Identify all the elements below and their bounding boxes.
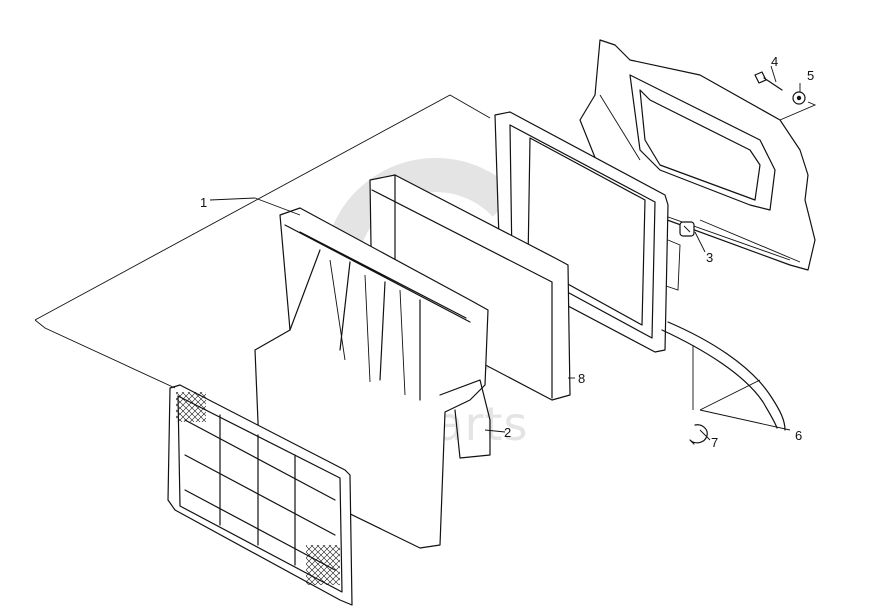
callout-6: 6 bbox=[795, 428, 802, 443]
callout-4: 4 bbox=[771, 54, 778, 69]
bolt-washer bbox=[754, 71, 806, 105]
filter-frame bbox=[494, 111, 681, 353]
callout-3: 3 bbox=[706, 250, 713, 265]
leader-lines bbox=[34, 65, 817, 441]
grille-cover bbox=[167, 384, 353, 606]
callout-1: 1 bbox=[200, 195, 207, 210]
housing-panel bbox=[579, 39, 816, 271]
callout-5: 5 bbox=[807, 68, 814, 83]
callouts: 1 2 3 4 5 6 7 8 bbox=[200, 54, 814, 450]
mesh-region-top bbox=[176, 392, 206, 422]
callout-7: 7 bbox=[711, 435, 718, 450]
callout-2: 2 bbox=[504, 425, 511, 440]
mesh-region-bottom bbox=[306, 545, 340, 585]
clip-part bbox=[679, 221, 695, 237]
callout-8: 8 bbox=[578, 371, 585, 386]
cable-and-ring bbox=[661, 321, 786, 445]
